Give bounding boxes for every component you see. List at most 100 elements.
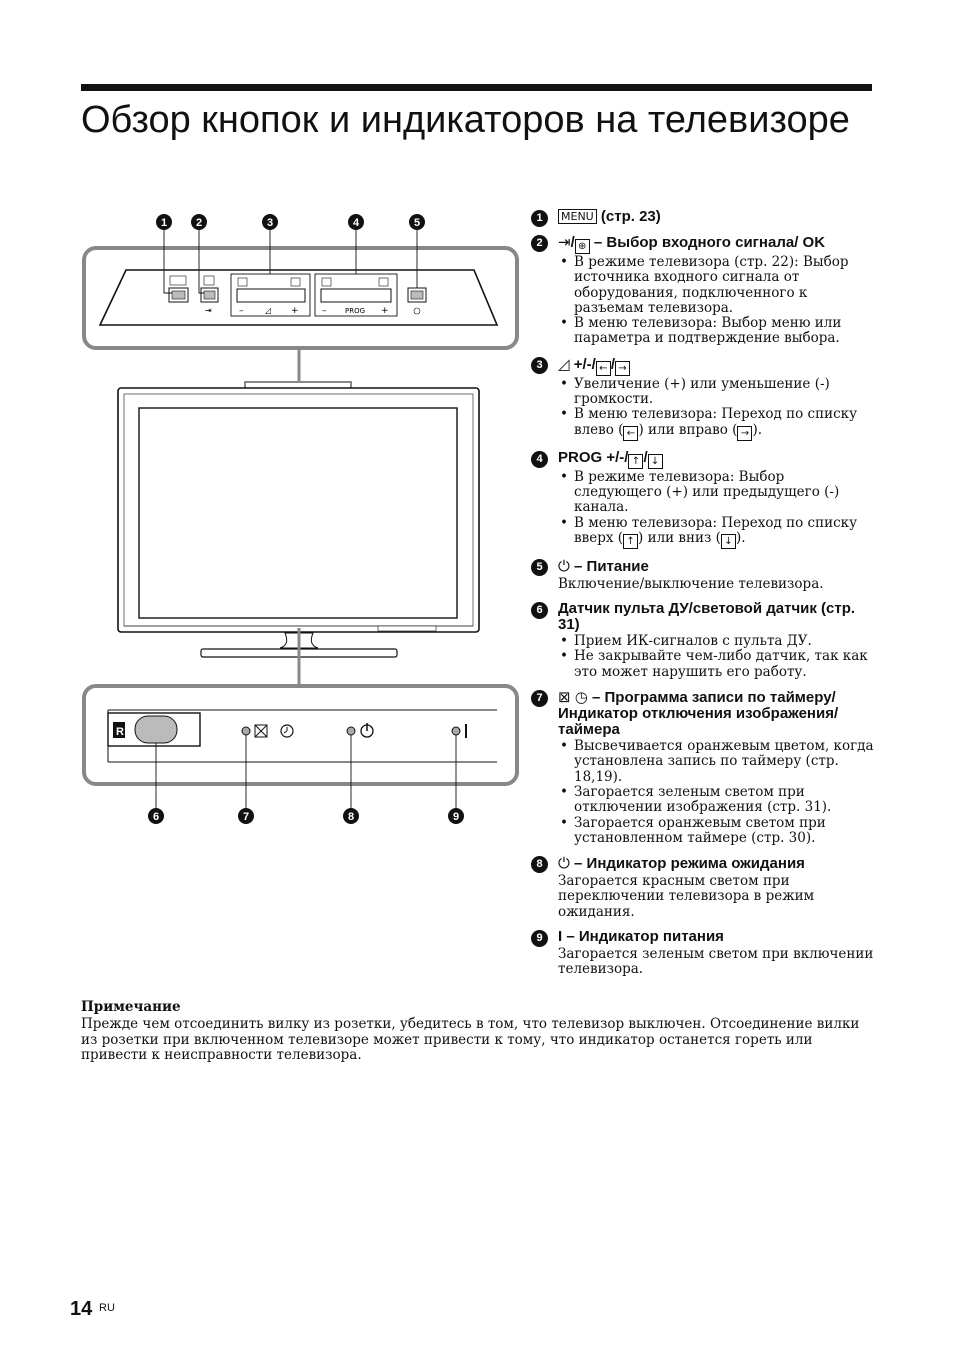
right-arrow-icon: →	[614, 360, 630, 376]
item-heading: – Индикатор режима ожидания	[574, 855, 805, 873]
volume-minus-label: –	[239, 306, 244, 316]
svg-text:2: 2	[196, 217, 202, 229]
item-number: 5	[531, 558, 548, 576]
bullet: Высвечивается оранжевым цветом, когда ус…	[558, 738, 876, 785]
prog-rocker	[320, 288, 392, 303]
item-number: 2	[531, 235, 548, 252]
callout-3	[262, 214, 278, 230]
callout-4	[348, 214, 364, 230]
left-arrow-icon: ←	[623, 425, 639, 441]
volume-group	[230, 273, 311, 317]
tv-screen	[138, 407, 458, 619]
svg-text:5: 5	[414, 217, 420, 229]
svg-text:9: 9	[453, 811, 459, 823]
bullet: Прием ИК-сигналов с пульта ДУ.	[558, 633, 876, 649]
volume-icon: ◿	[558, 354, 570, 373]
up-arrow-icon: ↑	[628, 453, 644, 469]
svg-text:R: R	[116, 726, 124, 738]
item-number: 1	[531, 210, 548, 227]
item-text: Загорается красным светом при переключен…	[558, 873, 815, 920]
prog-plus-label: +	[381, 306, 389, 316]
down-arrow-icon: ↓	[720, 533, 736, 549]
standby-icon: ⏻	[558, 854, 570, 873]
bullet: Загорается зеленым светом при отключении…	[558, 784, 876, 816]
item-text: Загорается зеленым светом при включении …	[558, 946, 874, 978]
note-section: Примечание Прежде чем отсоединить вилку …	[81, 999, 871, 1064]
menu-label-box	[169, 275, 187, 286]
down-arrow-icon: ↓	[647, 453, 663, 469]
prog-label: PROG	[345, 307, 365, 315]
svg-text:8: 8	[348, 811, 354, 823]
svg-text:7: 7	[243, 811, 249, 823]
item-number: 4	[531, 450, 548, 468]
power-icon: ⏻	[558, 556, 570, 575]
bullet: В меню телевизора: Выбор меню или параме…	[558, 316, 876, 347]
bullet: В меню телевизора: Переход по списку вве…	[558, 515, 876, 549]
callout-9	[448, 808, 464, 824]
item-heading: (стр. 23)	[600, 208, 661, 225]
picture-off-icon: ⊠	[558, 688, 571, 707]
menu-key-icon: MENU	[558, 209, 597, 224]
item-9: 9 I – Индикатор питания Загорается зелен…	[531, 929, 876, 978]
item-heading: – Программа записи по таймеру/Индикатор …	[558, 689, 839, 739]
callout-1	[156, 214, 172, 230]
remote-sensor-area	[107, 712, 201, 747]
item-4: 4 PROG +/-/↑/↓ В режиме телевизора: Выбо…	[531, 448, 876, 549]
callout-2	[191, 214, 207, 230]
svg-text:⇥: ⇥	[205, 306, 212, 315]
item-2: 2 ⇥/⊕ – Выбор входного сигнала/ OK В реж…	[531, 234, 876, 347]
item-heading: – Питание	[574, 557, 649, 575]
front-indicator-strip	[377, 625, 437, 632]
input-icon: ⇥	[558, 233, 571, 251]
item-number: 6	[531, 602, 548, 620]
item-1: 1 MENU (стр. 23)	[531, 208, 876, 227]
remote-sensor	[134, 715, 178, 744]
volume-rocker	[236, 288, 306, 303]
bullet: В меню телевизора: Переход по списку вле…	[558, 407, 876, 441]
input-label-box	[203, 275, 215, 286]
item-7: 7 ⊠ ◷ – Программа записи по таймеру/Инди…	[531, 689, 876, 846]
ok-icon: ⊕	[574, 239, 590, 254]
item-3: 3 ◿ +/-/←/→ Увеличение (+) или уменьшени…	[531, 356, 876, 441]
title-rule	[81, 84, 872, 91]
timer-indicator-led	[241, 726, 251, 736]
item-number: 3	[531, 356, 548, 374]
up-arrow-icon: ↑	[623, 533, 639, 549]
volume-plus-label: +	[291, 306, 299, 316]
svg-text:3: 3	[267, 217, 273, 229]
left-arrow-icon: ←	[595, 360, 611, 376]
bullet: Не закрывайте чем-либо датчик, так как э…	[558, 649, 876, 680]
item-5: 5 ⏻ – Питание Включение/выключение телев…	[531, 558, 876, 592]
item-number: 7	[531, 690, 548, 708]
callout-6	[148, 808, 164, 824]
power-indicator-icon: I	[558, 928, 563, 946]
item-heading: – Выбор входного сигнала/ OK	[593, 234, 826, 251]
callout-5	[409, 214, 425, 230]
item-text: Включение/выключение телевизора.	[558, 575, 824, 592]
item-number: 9	[531, 930, 548, 948]
svg-text:1: 1	[161, 217, 167, 229]
svg-text:4: 4	[353, 217, 360, 229]
item-8: 8 ⏻ – Индикатор режима ожидания Загорает…	[531, 855, 876, 920]
item-number: 8	[531, 856, 548, 874]
svg-text:6: 6	[153, 811, 159, 823]
timer-icon: ◷	[574, 688, 588, 707]
front-panel-frame	[82, 684, 519, 786]
bullet: В режиме телевизора: Выбор следующего (+…	[558, 469, 876, 516]
bullet: Увеличение (+) или уменьшение (-) громко…	[558, 376, 876, 408]
prog-minus-label: –	[322, 306, 327, 316]
svg-text:◿: ◿	[264, 306, 271, 315]
note-text: Прежде чем отсоединить вилку из розетки,…	[81, 1016, 860, 1063]
bullet: В режиме телевизора (стр. 22): Выбор ист…	[558, 254, 876, 316]
right-arrow-icon: →	[737, 425, 753, 441]
item-heading: PROG +/-/	[558, 448, 629, 466]
button-descriptions: 1 MENU (стр. 23) 2 ⇥/⊕ – Выбор входного …	[531, 209, 876, 987]
top-panel-shape	[98, 269, 499, 326]
item-heading: – Индикатор питания	[566, 928, 724, 946]
item-heading: Датчик пульта ДУ/световой датчик (стр. 3…	[558, 600, 856, 634]
page-number: 14	[70, 1298, 93, 1320]
item-6: 6 Датчик пульта ДУ/световой датчик (стр.…	[531, 601, 876, 680]
bullet: Загорается оранжевым светом при установл…	[558, 815, 876, 847]
callout-7	[238, 808, 254, 824]
